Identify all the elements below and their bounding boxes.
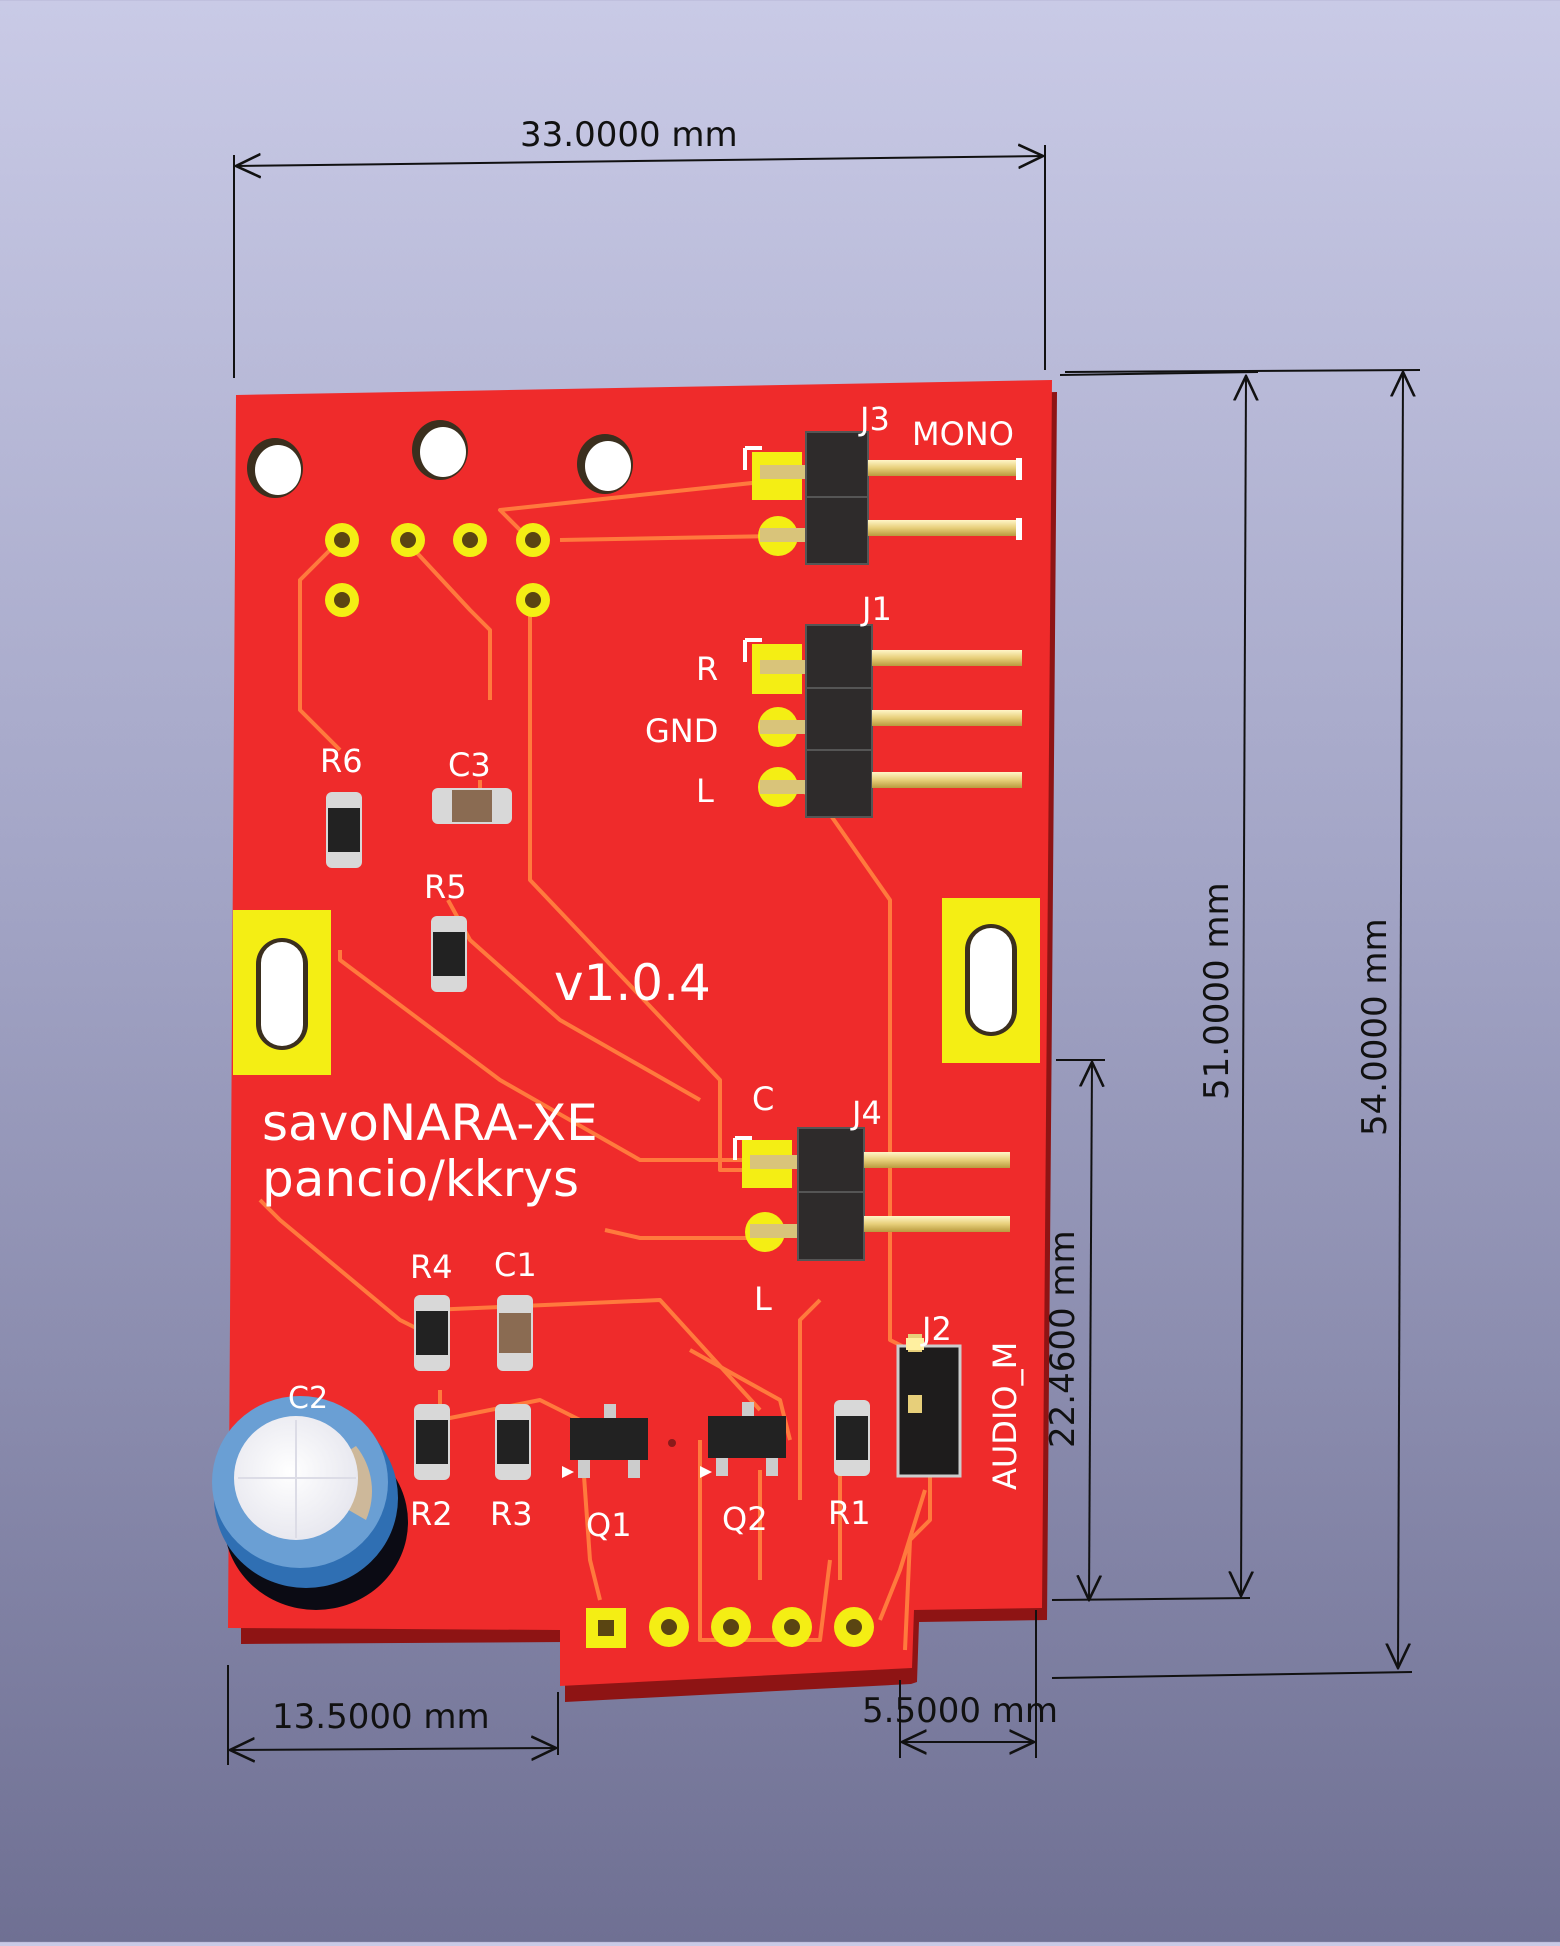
ref-j1: J1 xyxy=(860,590,892,628)
ref-r5: R5 xyxy=(424,868,467,906)
dimensions xyxy=(227,145,1421,1765)
bottom-header-pads xyxy=(586,1607,874,1648)
dimension-labels: 33.0000 mm 51.0000 mm 54.0000 mm 22.4600… xyxy=(272,115,1395,1737)
ref-c3: C3 xyxy=(448,746,491,784)
board-name: savoNARA-XE xyxy=(262,1094,598,1152)
dim-width-top: 33.0000 mm xyxy=(520,115,738,155)
ref-j4: J4 xyxy=(850,1094,882,1132)
pin-label-l-j4: L xyxy=(754,1280,772,1318)
dim-height-partial: 22.4600 mm xyxy=(1043,1230,1083,1448)
label-mono: MONO xyxy=(912,415,1014,453)
dim-bottom-left: 13.5000 mm xyxy=(272,1697,490,1737)
pin-label-c: C xyxy=(752,1080,774,1118)
dim-bottom-right: 5.5000 mm xyxy=(862,1691,1058,1731)
ref-r6: R6 xyxy=(320,742,363,780)
ref-j3: J3 xyxy=(858,400,890,438)
capacitor-c2 xyxy=(212,1396,408,1610)
connector-j3[interactable] xyxy=(743,431,1022,565)
connector-j1[interactable] xyxy=(743,624,1022,818)
ref-j2: J2 xyxy=(920,1310,952,1348)
pin-label-gnd: GND xyxy=(645,712,718,750)
ref-r2: R2 xyxy=(410,1495,453,1533)
version-label: v1.0.4 xyxy=(554,954,711,1012)
connector-j4[interactable] xyxy=(733,1127,1010,1261)
ref-q1: Q1 xyxy=(586,1506,632,1544)
mounting-holes xyxy=(247,420,633,498)
ref-r1: R1 xyxy=(828,1494,871,1532)
jack-pads xyxy=(325,523,550,617)
side-mounting-slots xyxy=(233,898,1040,1075)
ref-q2: Q2 xyxy=(722,1500,768,1538)
ref-r4: R4 xyxy=(410,1248,453,1286)
board-authors: pancio/kkrys xyxy=(262,1150,579,1208)
pin-label-r: R xyxy=(696,650,718,688)
dim-height-outer: 54.0000 mm xyxy=(1355,918,1395,1136)
ref-c2: C2 xyxy=(288,1381,328,1416)
pin-label-l: L xyxy=(696,772,714,810)
dim-height-inner: 51.0000 mm xyxy=(1197,882,1237,1100)
ref-r3: R3 xyxy=(490,1495,533,1533)
smd-components xyxy=(326,788,870,1480)
connector-j2[interactable] xyxy=(896,1334,962,1478)
silkscreen: J3 MONO J1 R GND L R6 C3 R5 v1.0.4 savoN… xyxy=(262,400,1024,1544)
label-audio-m: AUDIO_M xyxy=(986,1342,1024,1490)
ref-c1: C1 xyxy=(494,1246,537,1284)
